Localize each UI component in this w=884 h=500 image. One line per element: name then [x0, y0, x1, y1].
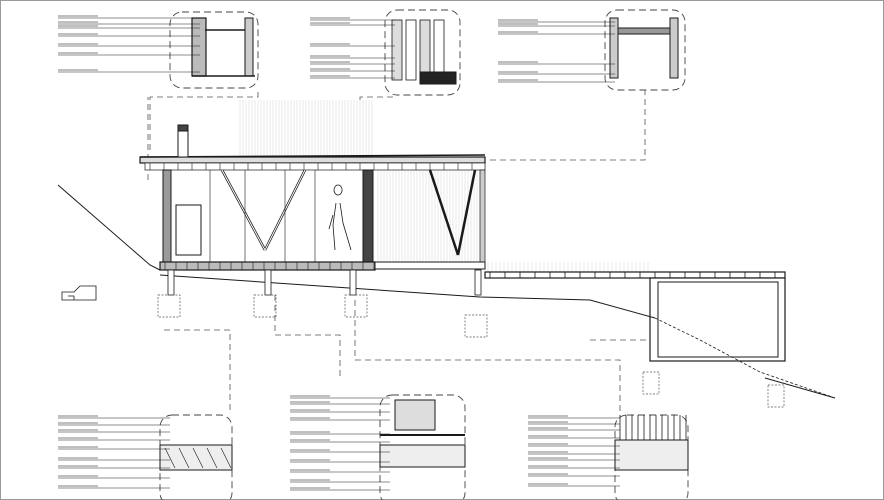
- column: [474, 269, 482, 296]
- pile-footing: [344, 294, 368, 318]
- detail-connector-lines: [147, 88, 650, 415]
- detail-wall: [191, 17, 207, 77]
- connector-line: [149, 88, 259, 150]
- pile-footing: [157, 294, 181, 318]
- detail-insulation: [220, 447, 232, 469]
- terrain-line-west: [57, 184, 161, 271]
- detail-callouts: [159, 9, 689, 500]
- floor-extension: [374, 261, 486, 270]
- diagonal-brace: [428, 169, 460, 256]
- foundation-piles: [157, 294, 785, 408]
- basement-inner: [657, 281, 779, 358]
- detail-layer: [419, 19, 431, 81]
- connector-line: [354, 300, 621, 415]
- detail-beam-node: [394, 399, 436, 431]
- column: [167, 269, 175, 296]
- detail-insulation: [192, 447, 204, 469]
- connector-line: [359, 95, 396, 100]
- detail-wall: [609, 17, 619, 79]
- detail-layer: [405, 19, 417, 81]
- connector-line: [160, 329, 231, 410]
- key-plan: [61, 285, 97, 301]
- facade-hatching: [239, 100, 649, 272]
- connector-line: [274, 295, 341, 380]
- west-wall: [162, 169, 172, 263]
- diagonal-brace: [456, 169, 477, 256]
- east-wall: [479, 169, 486, 263]
- detail-joists: [419, 71, 457, 85]
- detail-roof: [614, 27, 676, 35]
- detail-wall: [669, 17, 679, 79]
- column: [349, 269, 357, 296]
- main-building-section: [57, 124, 836, 399]
- detail-layer: [391, 19, 403, 81]
- pile-footing: [464, 314, 488, 338]
- detail-wall: [244, 17, 254, 77]
- roof-structure: [144, 162, 486, 171]
- connector-line: [490, 90, 646, 161]
- column: [264, 269, 272, 296]
- detail-wall-base: [614, 439, 689, 471]
- roof: [139, 156, 486, 164]
- detail-floor: [159, 444, 233, 471]
- interior-wall: [362, 169, 374, 263]
- detail-insulation: [178, 447, 190, 469]
- annotation-leaders: [58, 15, 620, 491]
- detail-layer: [433, 19, 445, 81]
- human-figure: [328, 184, 352, 251]
- detail-callout-box: [604, 9, 686, 91]
- fireplace: [175, 204, 202, 256]
- pile-footing: [253, 294, 277, 318]
- pile-footing: [642, 371, 660, 395]
- terrain-line-end: [764, 377, 836, 399]
- detail-insulation: [206, 447, 218, 469]
- detail-floor-layer: [379, 444, 466, 468]
- detail-callout-box: [384, 9, 461, 96]
- deck: [484, 271, 786, 279]
- terrain-line-east: [654, 317, 836, 399]
- floor-slab: [159, 261, 376, 271]
- chimney-cap: [177, 124, 189, 132]
- pile-footing: [767, 384, 785, 408]
- diagonal-brace-inner: [221, 169, 266, 251]
- detail-insulation: [164, 447, 176, 469]
- terrain-line: [159, 274, 656, 319]
- roof-top: [139, 154, 486, 158]
